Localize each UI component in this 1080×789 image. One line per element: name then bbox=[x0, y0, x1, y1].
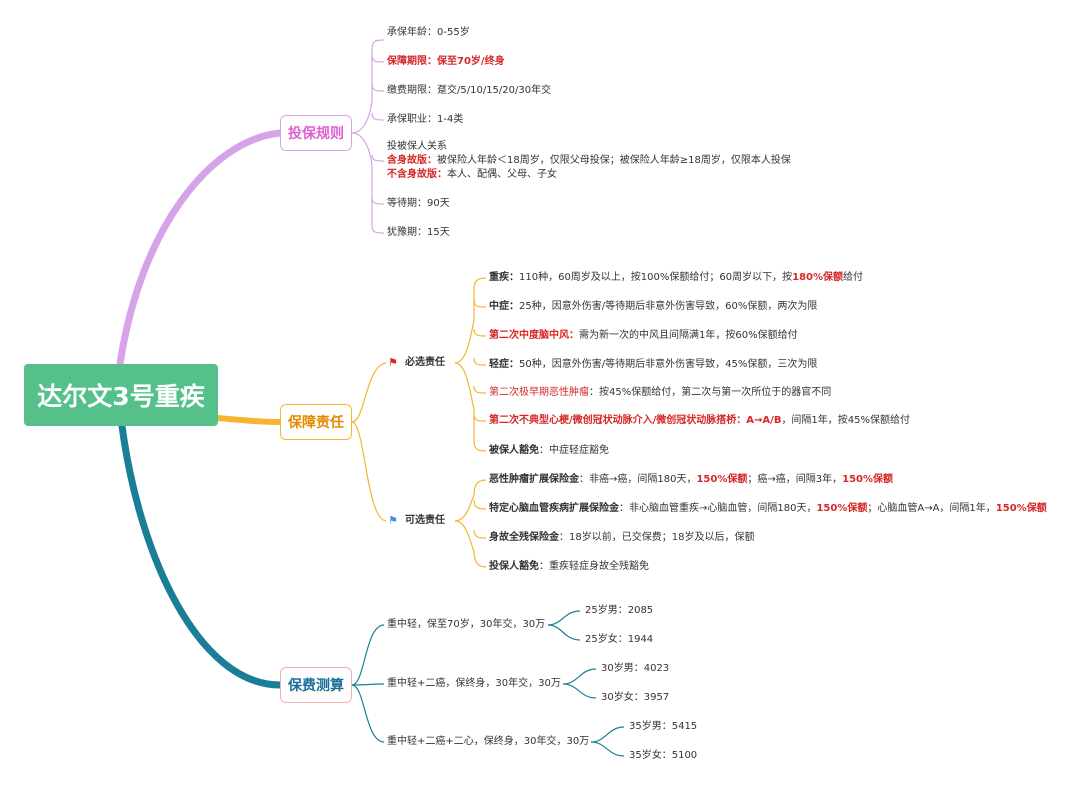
duty-connectors bbox=[351, 277, 487, 568]
premium-connectors bbox=[351, 610, 625, 757]
premium-plan-3: 重中轻+二癌+二心，保终身，30年交，30万 bbox=[387, 736, 590, 747]
red-flag-icon: ⚑ bbox=[388, 356, 398, 369]
duty-r5: 第二次极早期恶性肿瘤：按45%保额给付，第二次与第一次所位于的器官不同 bbox=[489, 387, 832, 398]
duty-r3: 第二次中度脑中风：需为新一次的中风且间隔满1年，按60%保额给付 bbox=[489, 330, 798, 341]
rules-connectors bbox=[351, 39, 385, 234]
rule-pay: 缴费期限：趸交/5/10/15/20/30年交 bbox=[387, 85, 552, 96]
duty-required[interactable]: 必选责任 bbox=[405, 357, 445, 368]
duty-r1: 重疾：110种，60周岁及以上，按100%保额给付；60周岁以下，按180%保额… bbox=[489, 272, 864, 283]
rule-job: 承保职业：1-4类 bbox=[387, 114, 464, 125]
premium-plan-2-female: 30岁女：3957 bbox=[601, 692, 670, 703]
branch-line-duty bbox=[215, 415, 283, 425]
duty-r4: 轻症：50种，因意外伤害/等待期后非意外伤害导致，45%保额，三次为限 bbox=[489, 359, 818, 370]
branch-line-rules bbox=[116, 129, 284, 368]
duty-optional[interactable]: 可选责任 bbox=[405, 515, 445, 526]
premium-plan-2-male: 30岁男：4023 bbox=[601, 663, 670, 674]
duty-r6: 第二次不典型心梗/微创冠状动脉介入/微创冠状动脉搭桥：A→A/B，间隔1年，按4… bbox=[489, 415, 911, 426]
rule-age: 承保年龄：0-55岁 bbox=[387, 27, 470, 38]
premium-plan-1-male: 25岁男：2085 bbox=[585, 605, 654, 616]
premium-plan-2: 重中轻+二癌，保终身，30年交，30万 bbox=[387, 678, 561, 689]
duty-o2: 特定心脑血管疾病扩展保险金：非心脑血管重疾→心脑血管，间隔180天，150%保额… bbox=[489, 503, 1047, 514]
rule-wait: 等待期：90天 bbox=[387, 198, 450, 209]
blue-flag-icon: ⚑ bbox=[388, 514, 398, 527]
rule-grace: 犹豫期：15天 bbox=[387, 227, 450, 238]
duty-o4: 投保人豁免：重疾轻症身故全残豁免 bbox=[489, 561, 649, 572]
duty-o3: 身故全残保险金：18岁以前，已交保费；18岁及以后，保额 bbox=[489, 532, 755, 543]
branch-rules[interactable]: 投保规则 bbox=[280, 115, 352, 151]
premium-plan-1: 重中轻，保至70岁，30年交，30万 bbox=[387, 619, 546, 630]
branch-duty[interactable]: 保障责任 bbox=[280, 404, 352, 440]
premium-plan-3-female: 35岁女：5100 bbox=[629, 750, 698, 761]
duty-r2: 中症：25种，因意外伤害/等待期后非意外伤害导致，60%保额，两次为限 bbox=[489, 301, 818, 312]
rule-excl-death: 不含身故版：本人、配偶、父母、子女 bbox=[387, 169, 557, 180]
rule-relation: 投被保人关系 bbox=[387, 141, 447, 152]
branch-premium[interactable]: 保费测算 bbox=[280, 667, 352, 703]
duty-o1: 恶性肿瘤扩展保险金：非癌→癌，间隔180天，150%保额；癌→癌，间隔3年，15… bbox=[489, 474, 894, 485]
rule-incl-death: 含身故版：被保险人年龄＜18周岁，仅限父母投保；被保险人年龄≥18周岁，仅限本人… bbox=[387, 155, 791, 166]
root-topic[interactable]: 达尔文3号重疾 bbox=[24, 364, 218, 426]
premium-plan-1-female: 25岁女：1944 bbox=[585, 634, 654, 645]
rule-term: 保障期限：保至70岁/终身 bbox=[387, 56, 505, 67]
branch-line-premium bbox=[118, 422, 284, 689]
duty-r7: 被保人豁免：中症轻症豁免 bbox=[489, 445, 609, 456]
premium-plan-3-male: 35岁男：5415 bbox=[629, 721, 698, 732]
